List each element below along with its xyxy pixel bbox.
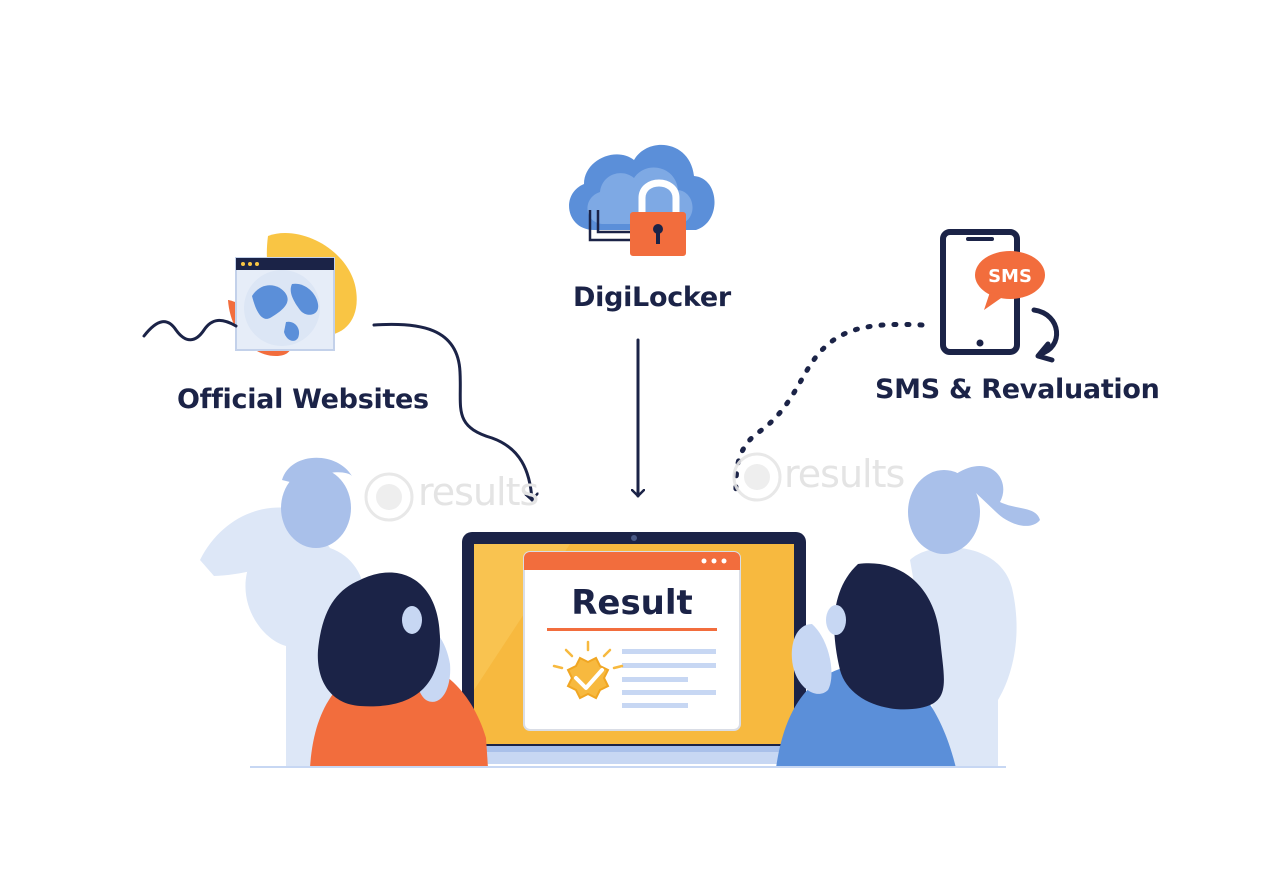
official-websites-label: Official Websites <box>177 384 429 415</box>
sms-bubble-text: SMS <box>988 266 1032 287</box>
dotted-sms-to-laptop <box>733 321 925 501</box>
watermark-seal <box>732 452 782 502</box>
watermark-text: results <box>418 470 539 514</box>
watermark-seal <box>364 472 414 522</box>
person-background-right <box>908 465 1040 768</box>
watermark-text: results <box>784 452 905 496</box>
globe-icon <box>228 233 357 356</box>
sms-revaluation-label: SMS & Revaluation <box>875 374 1160 405</box>
digilocker-label: DigiLocker <box>573 282 731 313</box>
arrow-official-to-laptop <box>372 322 532 502</box>
result-card: Result <box>523 551 741 731</box>
phone-sms-icon: SMS <box>940 229 1059 363</box>
cloud-lock-icon <box>569 144 715 256</box>
result-title: Result <box>571 583 693 623</box>
person-foreground-right <box>776 563 956 768</box>
person-foreground-left <box>310 572 488 768</box>
squiggle-line <box>142 319 238 342</box>
floor-line <box>250 766 1006 768</box>
check-badge-icon <box>552 640 624 700</box>
